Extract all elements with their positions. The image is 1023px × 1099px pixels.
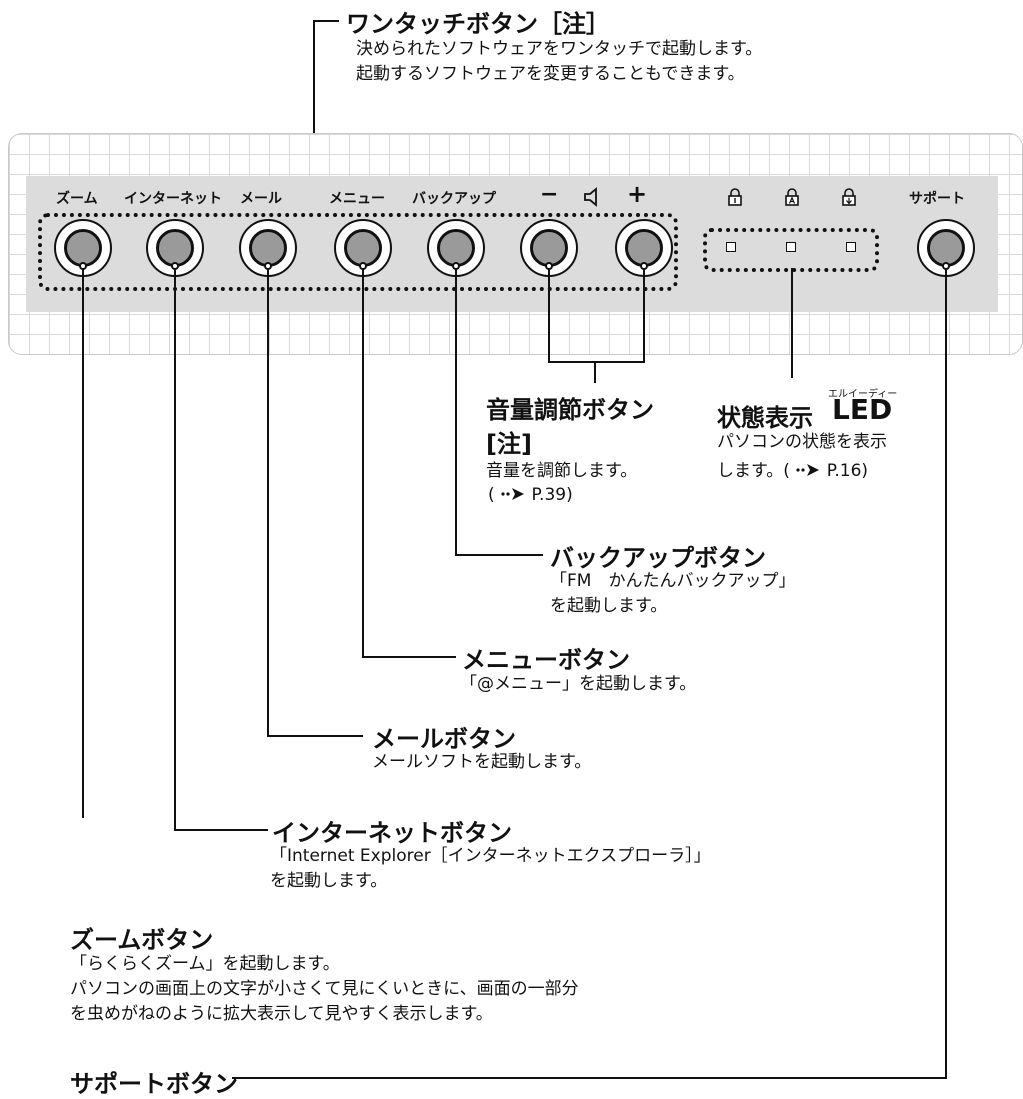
backup-desc-1: 「FM かんたんバックアップ」: [550, 571, 796, 591]
zoom-label: ズーム: [56, 191, 98, 207]
internet-label: インターネット: [124, 191, 222, 207]
led-title-led: LED: [832, 393, 893, 426]
arrow-icon: [796, 464, 820, 476]
backup-title: バックアップボタン: [550, 544, 766, 572]
volume-plus-label: +: [627, 180, 648, 208]
caps-lock-icon: [785, 188, 799, 206]
one-touch-group-outline: [38, 213, 678, 291]
num-lock-icon: [728, 188, 742, 206]
zoom-title: ズームボタン: [70, 926, 214, 954]
zoom-desc-2: パソコンの画面上の文字が小さくて見にくいときに、画面の一部分: [70, 979, 579, 999]
backup-label: バックアップ: [412, 191, 496, 207]
menu-desc: 「@メニュー」を起動します。: [460, 674, 697, 694]
volume-up-button[interactable]: [615, 219, 673, 277]
internet-desc-2: を起動します。: [270, 871, 388, 891]
led-ruby: エルイーディー: [828, 389, 898, 400]
arrow-icon: [501, 488, 525, 500]
volume-title-note: [注]: [486, 430, 532, 458]
zoom-desc-1: 「らくらくズーム」を起動します。: [70, 954, 340, 974]
volume-minus-label: −: [540, 182, 559, 207]
backup-desc-2: を起動します。: [550, 596, 668, 616]
one-touch-title: ワンタッチボタン［注］: [346, 10, 610, 38]
volume-desc: 音量を調節します。: [486, 461, 638, 481]
internet-desc-1: 「Internet Explorer［インターネットエクスプローラ］」: [270, 846, 711, 866]
zoom-desc-3: を虫めがねのように拡大表示して見やすく表示します。: [70, 1004, 493, 1024]
one-touch-desc-1: 決められたソフトウェアをワンタッチで起動します。: [356, 39, 763, 59]
volume-ref-open: (: [488, 485, 495, 505]
led-desc-2: します。(: [717, 461, 790, 481]
mail-desc: メールソフトを起動します。: [372, 752, 592, 772]
support-title: サポートボタン: [70, 1070, 238, 1098]
internet-title: インターネットボタン: [272, 819, 512, 847]
volume-title: 音量調節ボタン: [486, 396, 654, 424]
led-ref[interactable]: P.16): [826, 461, 869, 481]
mail-label: メール: [240, 191, 282, 207]
caps-lock-led: [786, 242, 796, 252]
led-title: 状態表示: [717, 404, 813, 432]
speaker-icon: [584, 187, 597, 207]
menu-title: メニューボタン: [462, 646, 630, 674]
volume-ref[interactable]: P.39): [531, 485, 573, 505]
support-label: サポート: [909, 191, 965, 207]
one-touch-desc-2: 起動するソフトウェアを変更することもできます。: [356, 64, 745, 84]
menu-label: メニュー: [329, 191, 385, 207]
scroll-lock-icon: [842, 188, 856, 206]
scroll-lock-led: [846, 242, 856, 252]
mail-title: メールボタン: [372, 725, 516, 753]
led-desc-1: パソコンの状態を表示: [717, 432, 887, 452]
num-lock-led: [726, 242, 736, 252]
mail-button[interactable]: [239, 219, 297, 277]
